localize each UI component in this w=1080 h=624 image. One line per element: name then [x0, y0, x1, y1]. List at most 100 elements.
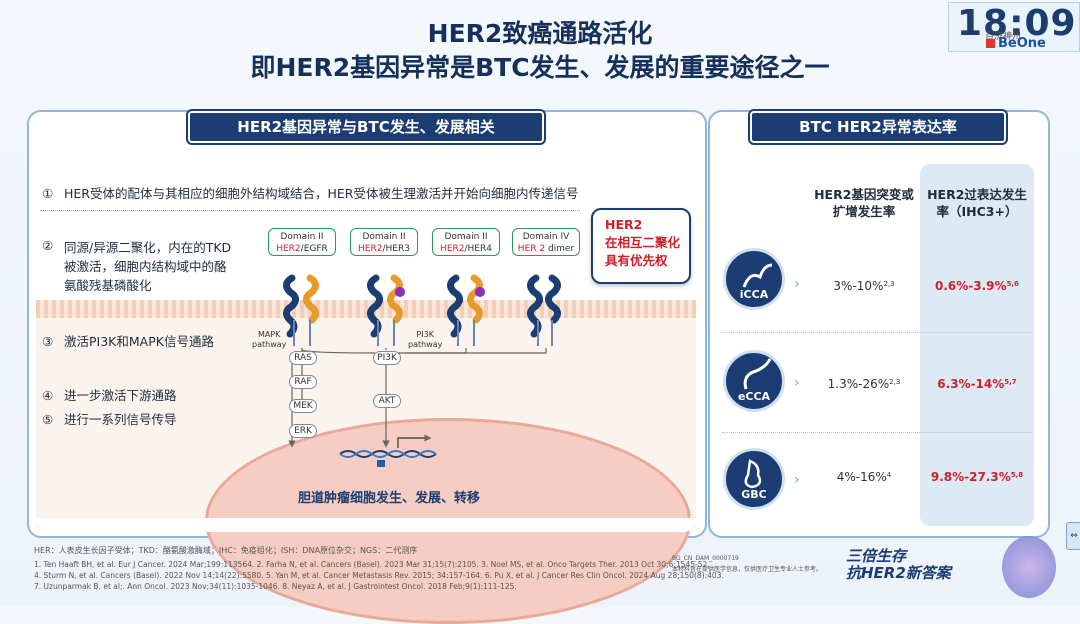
ecca-label: eCCA: [726, 390, 782, 403]
gbc-col1-ref: 4: [887, 471, 891, 479]
receptor-4: [530, 278, 557, 346]
pathway-diagram: [230, 258, 590, 478]
icca-col2-value: 0.6%-3.9%: [935, 279, 1007, 293]
row-divider: [722, 432, 1032, 433]
domain-box-dimer: Domain IV HER 2 dimer: [512, 228, 580, 256]
brand-text: BeOne: [998, 36, 1046, 51]
note-line-1: HER2: [605, 216, 689, 234]
icca-col2: 0.6%-3.9%5,6: [924, 279, 1030, 293]
step-2-num: ②: [42, 238, 64, 253]
icca-col1: 3%-10%2,3: [812, 279, 916, 293]
ecca-col1: 1.3%-26%2,3: [812, 377, 916, 391]
gbc-col2: 9.8%-27.3%5,8: [924, 470, 1030, 484]
node-mek: MEK: [289, 399, 317, 413]
gbc-col1: 4%-16%4: [812, 470, 916, 484]
side-expand-button[interactable]: ⇔: [1066, 522, 1080, 550]
mapk-pathway-label: MAPK pathway: [252, 330, 286, 350]
ecca-col1-value: 1.3%-26%: [828, 377, 890, 391]
right-panel-tab: BTC HER2异常表达率: [750, 111, 1006, 143]
step-4-num: ④: [42, 388, 64, 403]
domain-label: Domain II: [269, 231, 335, 243]
pi3k-label-1: PI3K: [408, 330, 442, 340]
mapk-label-2: pathway: [252, 340, 286, 350]
brand-mark-icon: [986, 39, 995, 48]
step-1-num: ①: [42, 186, 64, 201]
step-1-text: HER受体的配体与其相应的细胞外结构域结合，HER受体被生理激活并开始向细胞内传…: [64, 186, 578, 201]
node-pi3k: PI3K: [373, 351, 401, 365]
domain-label: Domain II: [433, 231, 499, 243]
node-ras: RAS: [289, 351, 317, 365]
outcome-text: 胆道肿瘤细胞发生、发展、转移: [298, 487, 480, 506]
reference-3: 7. Uzunparmak B, et al;. Ann Oncol. 2023…: [34, 582, 844, 591]
panel-bottom-mask: [36, 518, 696, 532]
brand-logo: BeOne: [986, 36, 1046, 51]
mapk-label-1: MAPK: [252, 330, 286, 340]
receptor-2: [370, 278, 405, 346]
receptor-1: [286, 278, 315, 346]
arrow-icon: ›: [794, 276, 800, 292]
node-raf: RAF: [289, 375, 317, 389]
domain-box-her3: Domain II HER2/HER3: [350, 228, 418, 256]
disclaimer: 本材料旨在提供医学信息，仅供医疗卫生专业人士参考。: [672, 564, 822, 573]
gbc-col2-value: 9.8%-27.3%: [931, 470, 1011, 484]
receptor-3: [450, 278, 485, 346]
step-2: ②: [42, 238, 64, 253]
step-2-text: 同源/异源二聚化，内在的TKD被激活，细胞内结构域中的酪氨酸残基磷酸化: [64, 238, 236, 295]
node-erk: ERK: [289, 424, 317, 438]
domain-label: Domain IV: [513, 231, 579, 243]
title-line-1: HER2致癌通路活化: [0, 14, 1080, 50]
promo-graphic: [1002, 536, 1056, 598]
step-3-text: 激活PI3K和MAPK信号通路: [64, 334, 214, 349]
icca-icon: iCCA: [723, 248, 785, 310]
promo-text: 三倍生存 抗HER2新答案: [846, 548, 996, 582]
left-panel-tab: HER2基因异常与BTC发生、发展相关: [188, 111, 544, 143]
icca-label: iCCA: [726, 288, 782, 301]
domain-her2: HER2: [440, 244, 464, 254]
her2-dimerization-note: HER2 在相互二聚化 具有优先权: [591, 208, 691, 284]
title-line-2: 即HER2基因异常是BTC发生、发展的重要途径之一: [0, 48, 1080, 84]
col2-header: HER2过表达发生率（IHC3+）: [924, 186, 1030, 220]
node-akt: AKT: [373, 394, 401, 408]
note-line-3: 具有优先权: [605, 252, 689, 270]
col1-header: HER2基因突变或扩增发生率: [812, 186, 916, 220]
arrow-icon: ›: [794, 375, 800, 391]
row-divider: [722, 332, 1032, 333]
ecca-icon: eCCA: [723, 350, 785, 412]
arrow-icon: ›: [794, 472, 800, 488]
step-4-text: 进一步激活下游通路: [64, 388, 177, 403]
icca-col1-value: 3%-10%: [833, 279, 883, 293]
gbc-col1-value: 4%-16%: [837, 470, 887, 484]
abbreviations: HER：人表皮生长因子受体；TKD：酪氨酸激酶域；IHC：免疫组化；ISH：DN…: [34, 545, 417, 556]
divider: [40, 210, 580, 211]
domain-partner: dimer: [545, 244, 574, 254]
ecca-col2: 6.3%-14%5,7: [924, 377, 1030, 391]
pi3k-label-2: pathway: [408, 340, 442, 350]
domain-her2: HER2: [358, 244, 382, 254]
gbc-icon: GBC: [723, 448, 785, 510]
domain-partner: /EGFR: [301, 244, 328, 254]
step-5-text: 进行一系列信号传导: [64, 412, 177, 427]
domain-label: Domain II: [351, 231, 417, 243]
gbc-label: GBC: [726, 488, 782, 501]
domain-her2: HER 2: [518, 244, 545, 254]
icca-col2-ref: 5,6: [1007, 280, 1019, 288]
domain-box-her4: Domain II HER2/HER4: [432, 228, 500, 256]
step-5-num: ⑤: [42, 412, 64, 427]
step-3-num: ③: [42, 334, 64, 349]
ecca-col2-value: 6.3%-14%: [937, 377, 1004, 391]
domain-her2: HER2: [276, 244, 300, 254]
domain-partner: /HER3: [382, 244, 409, 254]
ecca-col2-ref: 5,7: [1004, 378, 1016, 386]
ecca-col1-ref: 2,3: [889, 378, 900, 386]
pi3k-pathway-label: PI3K pathway: [408, 330, 442, 350]
icca-col1-ref: 2,3: [883, 280, 894, 288]
domain-box-egfr: Domain II HER2/EGFR: [268, 228, 336, 256]
doc-code: BG_CN_DAM_0000719: [672, 555, 739, 562]
gbc-col2-ref: 5,8: [1011, 471, 1023, 479]
promo-line-2: 抗HER2新答案: [846, 565, 996, 582]
domain-partner: /HER4: [464, 244, 491, 254]
